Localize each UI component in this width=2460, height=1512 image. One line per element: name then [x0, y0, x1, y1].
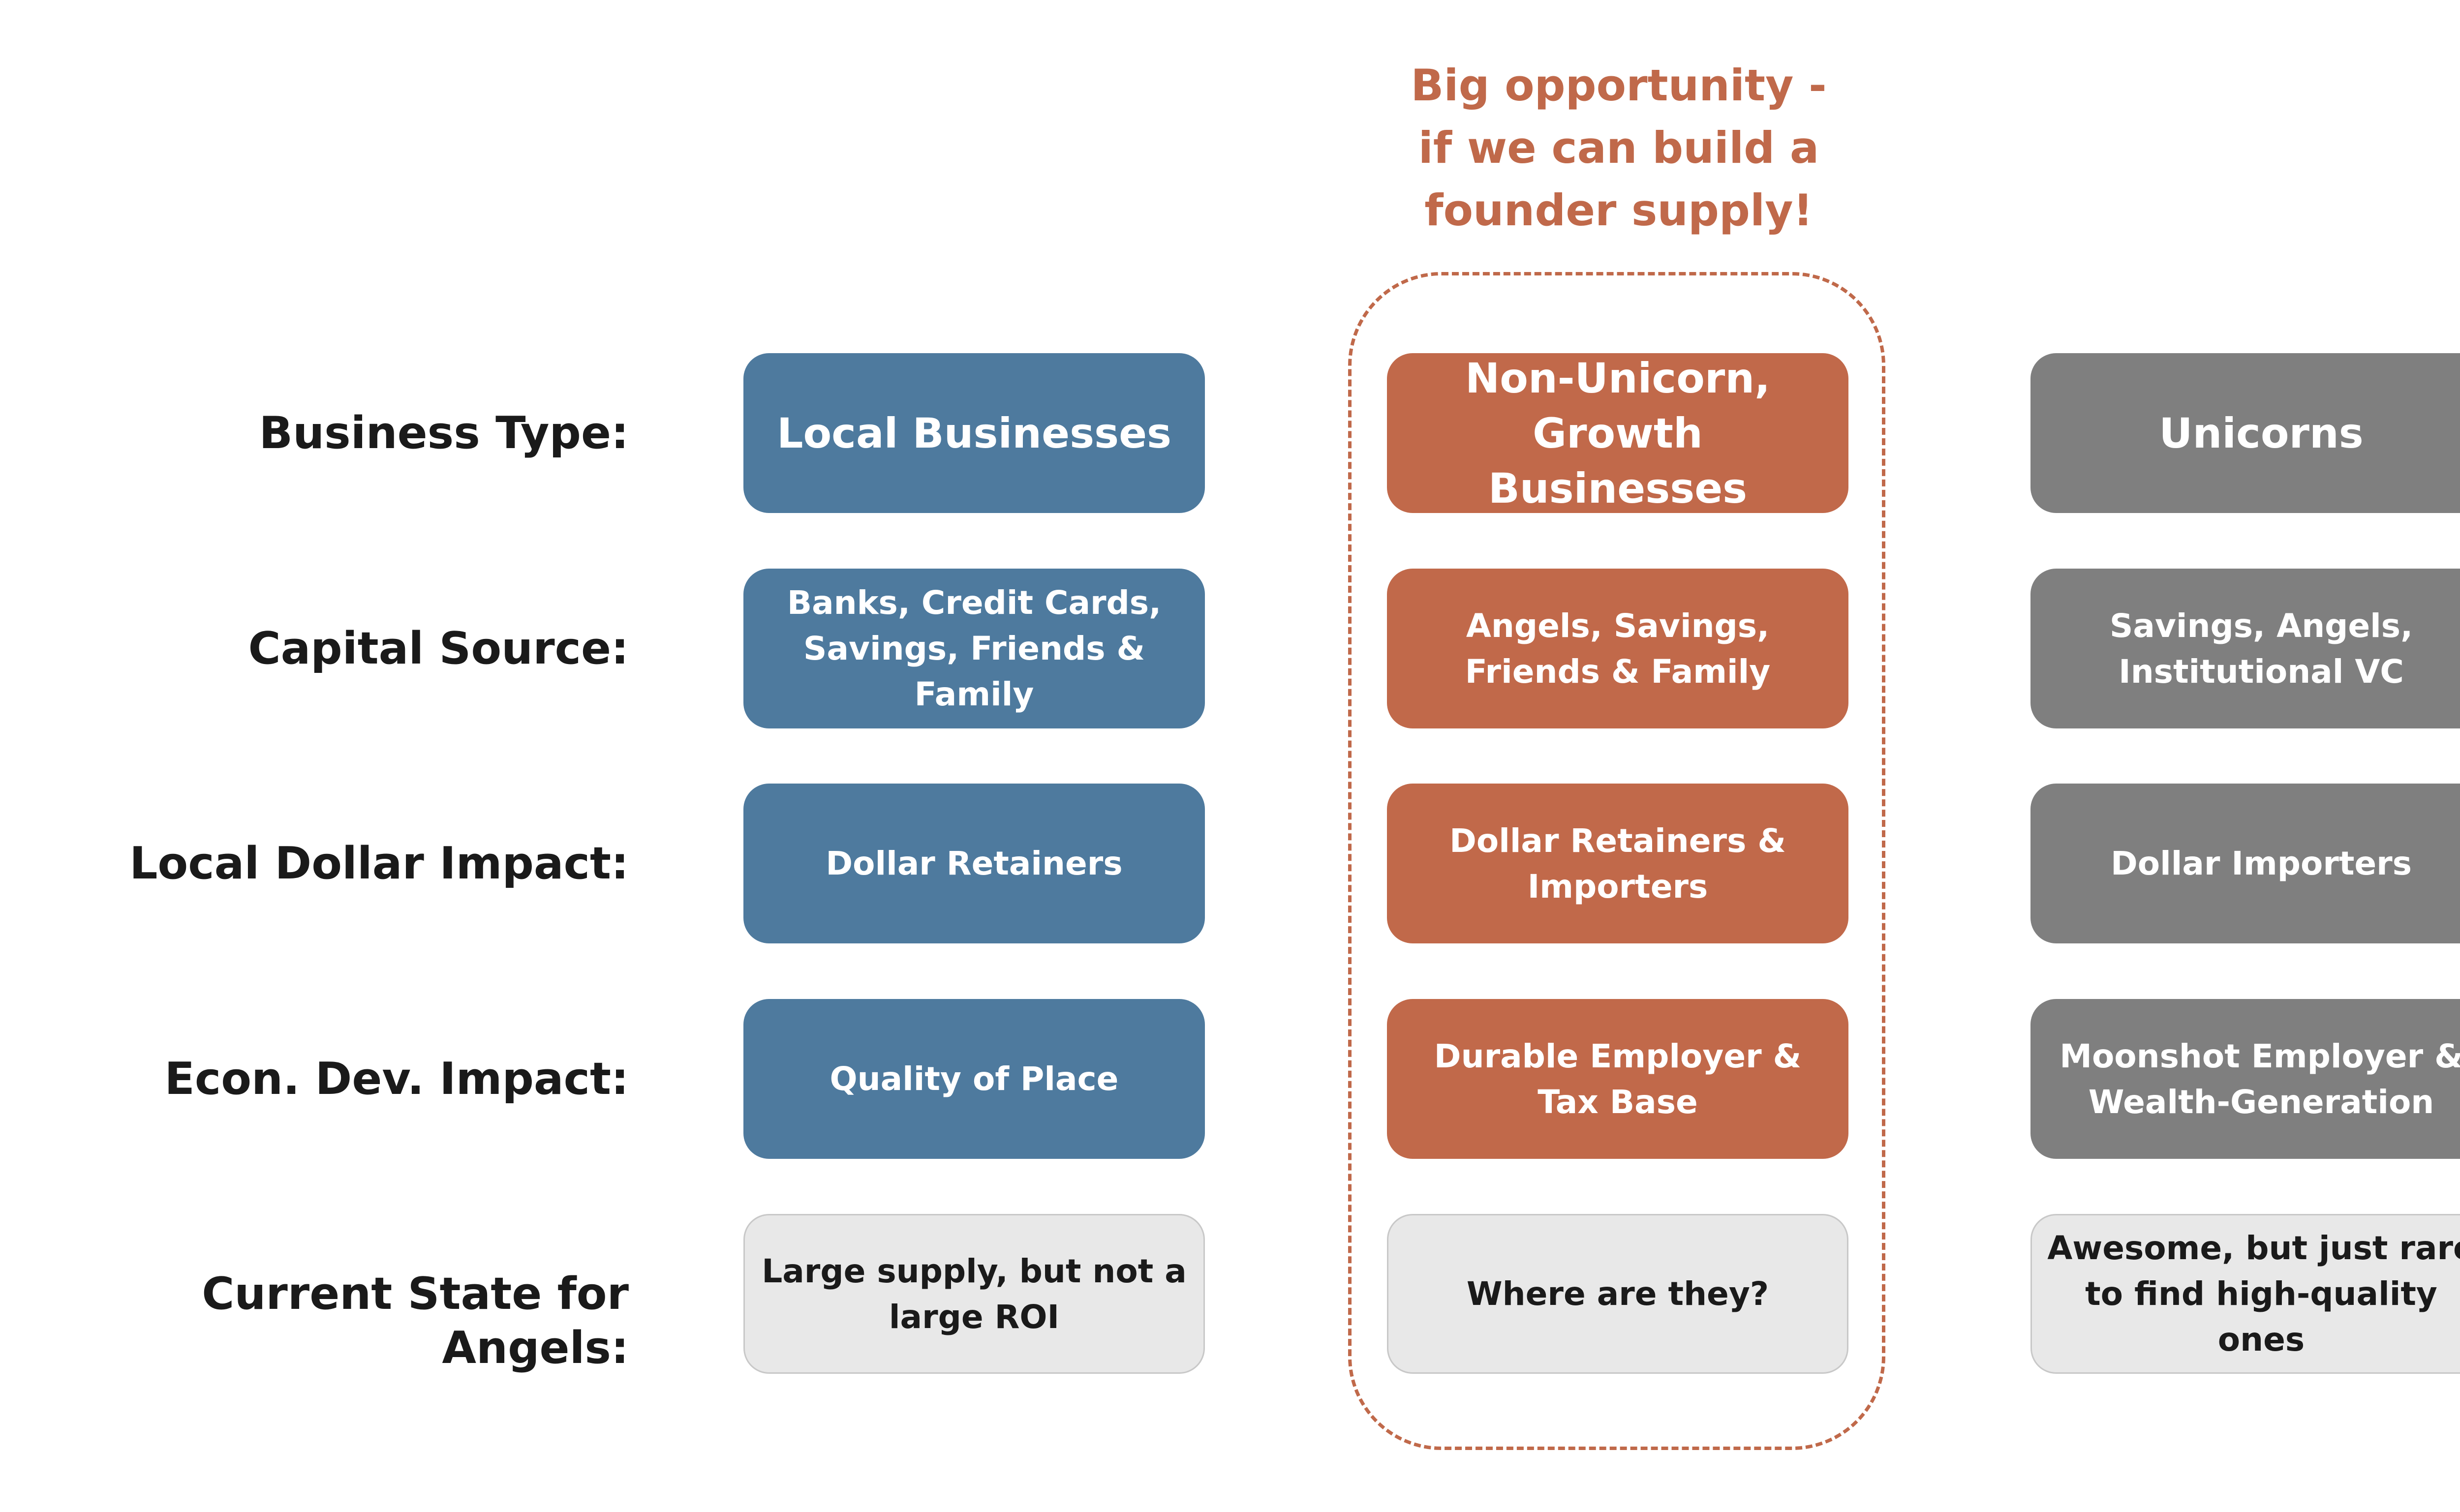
callout-line-2: if we can build a — [1418, 122, 1819, 173]
growth-econ-dev-impact-text: Durable Employer & Tax Base — [1434, 1037, 1802, 1121]
callout-line-3: founder supply! — [1424, 185, 1813, 236]
local-current-state-text: Large supply, but not a large ROI — [762, 1252, 1187, 1336]
row-label-econ-dev-impact: Econ. Dev. Impact: — [164, 1053, 629, 1105]
local-capital-source-text: Banks, Credit Cards, Savings, Friends & … — [787, 584, 1162, 713]
local-dollar-impact-text: Dollar Retainers — [826, 845, 1123, 882]
growth-capital-source-text: Angels, Savings, Friends & Family — [1465, 606, 1771, 691]
local-dollar-impact-box: Dollar Retainers — [743, 784, 1205, 943]
callout-line-1: Big opportunity - — [1411, 60, 1827, 111]
growth-dollar-impact-box: Dollar Retainers & Importers — [1387, 784, 1848, 943]
row-label-business-type: Business Type: — [259, 407, 629, 459]
row-label-local-dollar-impact: Local Dollar Impact: — [129, 838, 629, 889]
growth-column-highlight-frame — [1348, 272, 1885, 1450]
growth-business-type-text: Non-Unicorn, Growth Businesses — [1465, 354, 1771, 513]
growth-current-state-box: Where are they? — [1387, 1214, 1848, 1374]
row-label-current-state: Current State for Angels: — [202, 1268, 629, 1374]
local-capital-source-box: Banks, Credit Cards, Savings, Friends & … — [743, 569, 1205, 728]
unicorn-business-type-box: Unicorns — [2030, 353, 2460, 513]
unicorn-capital-source-box: Savings, Angels, Institutional VC — [2030, 569, 2460, 728]
unicorn-econ-dev-impact-text: Moonshot Employer & Wealth-Generation — [2060, 1037, 2460, 1121]
unicorn-dollar-impact-text: Dollar Importers — [2110, 845, 2412, 882]
unicorn-dollar-impact-box: Dollar Importers — [2030, 784, 2460, 943]
growth-capital-source-box: Angels, Savings, Friends & Family — [1387, 569, 1848, 728]
growth-business-type-box: Non-Unicorn, Growth Businesses — [1387, 353, 1848, 513]
local-business-type-box: Local Businesses — [743, 353, 1205, 513]
unicorn-current-state-text: Awesome, but just rare to find high-qual… — [2047, 1229, 2460, 1359]
unicorn-capital-source-text: Savings, Angels, Institutional VC — [2109, 606, 2413, 691]
unicorn-current-state-box: Awesome, but just rare to find high-qual… — [2030, 1214, 2460, 1374]
unicorn-business-type-text: Unicorns — [2159, 409, 2364, 457]
local-econ-dev-impact-box: Quality of Place — [743, 999, 1205, 1159]
opportunity-callout: Big opportunity - if we can build a foun… — [1323, 54, 1914, 242]
local-econ-dev-impact-text: Quality of Place — [830, 1060, 1119, 1098]
growth-dollar-impact-text: Dollar Retainers & Importers — [1449, 821, 1786, 906]
local-current-state-box: Large supply, but not a large ROI — [743, 1214, 1205, 1374]
row-label-capital-source: Capital Source: — [248, 623, 629, 674]
local-business-type-text: Local Businesses — [776, 409, 1172, 457]
growth-econ-dev-impact-box: Durable Employer & Tax Base — [1387, 999, 1848, 1159]
growth-current-state-text: Where are they? — [1466, 1275, 1769, 1313]
unicorn-econ-dev-impact-box: Moonshot Employer & Wealth-Generation — [2030, 999, 2460, 1159]
